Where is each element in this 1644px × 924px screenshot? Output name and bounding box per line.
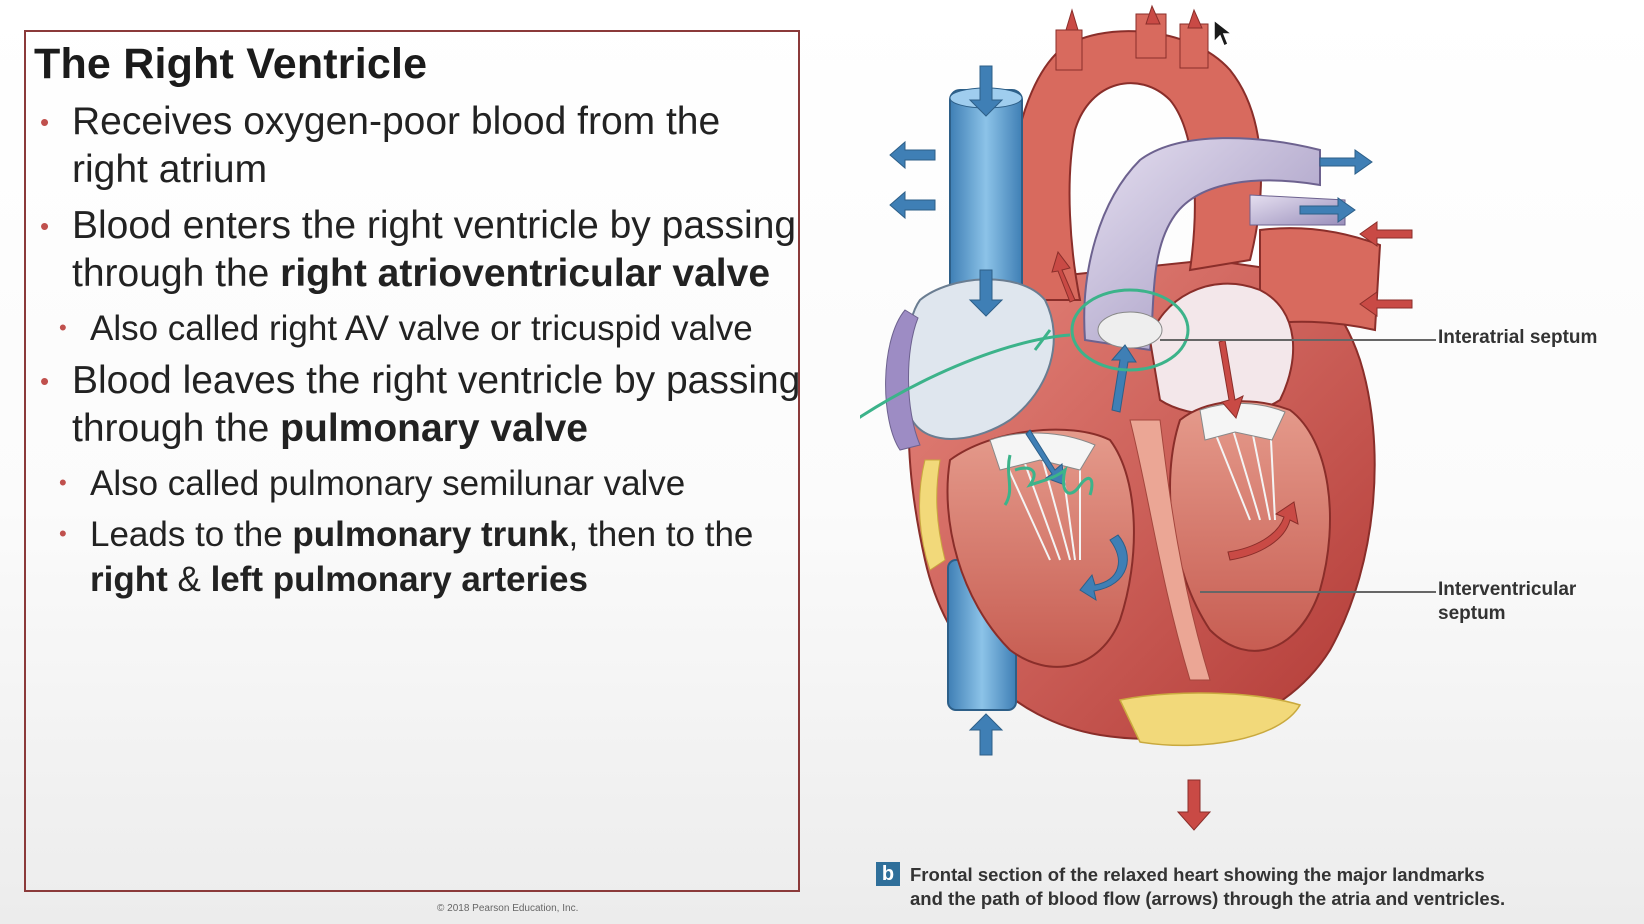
bullet-dot-icon: • (59, 521, 67, 546)
bullet-text-run: & (167, 560, 211, 599)
bullet-text-run: Blood leaves the right ventricle by pass… (72, 359, 801, 450)
heart-illustration (860, 4, 1436, 831)
aorta (1006, 30, 1262, 301)
fat-tissue (1118, 692, 1302, 747)
slide-title: The Right Ventricle (34, 40, 428, 88)
bullet-text-run: right (90, 560, 168, 599)
aortic-branch-1 (1055, 29, 1083, 71)
figure-caption: Frontal section of the relaxed heart sho… (910, 863, 1630, 911)
bullet-text-run: Also called right AV valve or tricuspid … (90, 309, 753, 348)
annotation-circle (1070, 288, 1190, 372)
text-panel: The Right Ventricle • Receives oxygen-poo… (24, 30, 800, 892)
caption-line-1: Frontal section of the relaxed heart sho… (910, 864, 1485, 885)
bullet-item: • Blood leaves the right ventricle by pas… (26, 357, 802, 453)
blue-flow-arrows (889, 65, 1373, 756)
annotation-handwriting-scribble (1003, 454, 1094, 506)
bullet-text-run: pulmonary valve (280, 407, 588, 450)
sub-bullet-item: • Also called pulmonary semilunar valve (26, 461, 802, 506)
bullet-text-run: pulmonary trunk (292, 515, 569, 554)
pulmonary-artery-left (1249, 194, 1346, 226)
bullet-text-run: Receives oxygen-poor blood from the righ… (72, 100, 721, 191)
label-interventricular-line2: septum (1438, 603, 1506, 624)
interventricular-septum-shape (1129, 419, 1211, 681)
pulmonary-valve (1097, 311, 1163, 349)
caption-line-2: and the path of blood flow (arrows) thro… (910, 888, 1506, 909)
label-interatrial-septum: Interatrial septum (1438, 327, 1598, 348)
bullet-item: • Receives oxygen-poor blood from the rig… (26, 98, 802, 194)
bullet-dot-icon: • (59, 315, 67, 340)
right-auricle (885, 309, 921, 451)
green-annotation (860, 288, 1190, 506)
right-ventricle (946, 428, 1135, 668)
copyright-text: © 2018 Pearson Education, Inc. (437, 903, 579, 914)
bullet-text-run: , then to the (568, 515, 754, 554)
bullet-item: • Blood enters the right ventricle by pas… (26, 202, 802, 298)
bullet-dot-icon: • (40, 211, 50, 241)
label-interventricular-septum: Interventricular septum (1438, 578, 1576, 626)
bullet-text-run: right atrioventricular valve (280, 252, 771, 295)
bullet-list: • Receives oxygen-poor blood from the rig… (26, 98, 802, 608)
caption-badge: b (876, 862, 900, 886)
mitral-valve (1199, 403, 1286, 441)
pulmonary-trunk (1083, 137, 1321, 352)
bullet-text-run: Blood enters the right ventricle by pass… (72, 204, 797, 295)
label-interventricular-line1: Interventricular (1438, 579, 1577, 600)
red-flow-arrows (1051, 4, 1413, 831)
aortic-branch-3 (1179, 23, 1209, 69)
bullet-dot-icon: • (40, 107, 50, 137)
bullet-text-run: Also called pulmonary semilunar valve (90, 464, 686, 503)
mouse-cursor-icon (1213, 18, 1234, 48)
sub-bullet-item: • Also called right AV valve or tricuspid… (26, 306, 802, 351)
bullet-text-run: Leads to the (90, 515, 293, 554)
bullet-text-run: left pulmonary arteries (210, 560, 588, 599)
annotation-arrow-line (860, 333, 1071, 419)
tricuspid-chordae (999, 449, 1081, 561)
sub-bullet-item: • Leads to the pulmonary trunk, then to t… (26, 512, 802, 602)
fat-tissue-left (919, 459, 946, 571)
bullet-dot-icon: • (59, 470, 67, 495)
bullet-dot-icon: • (40, 366, 50, 396)
